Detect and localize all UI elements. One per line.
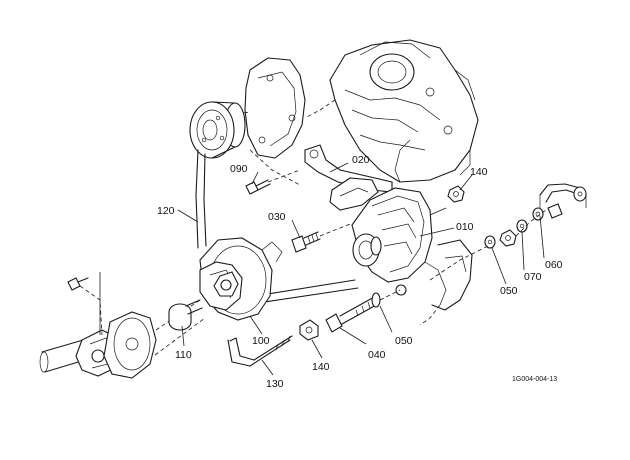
callout-020: 020 [352,154,370,166]
callout-110: 110 [175,349,192,361]
fan-pulley [189,101,246,159]
callout-050-center: 050 [395,335,413,347]
callout-040: 040 [368,349,386,361]
bolt-left-small [67,277,103,336]
cap-screw-110 [168,299,203,331]
callout-090: 090 [230,163,248,175]
callout-140-lower: 140 [312,361,330,373]
engine-lower-housing [419,239,473,326]
callout-140-upper: 140 [470,166,488,178]
tension-bracket [304,144,393,211]
bolt-040 [325,292,381,333]
callout-100: 100 [252,335,270,347]
callout-050-right: 050 [500,285,518,297]
alternator [351,187,447,306]
callout-060: 060 [545,259,563,271]
nut-140-lower [299,319,319,341]
stud-130 [227,335,293,367]
callout-labels: 090 020 140 120 030 010 060 070 050 110 … [157,154,563,390]
engine-block [304,39,479,183]
crankshaft-pulley [199,237,283,321]
reference-code: 1G004-004-13 [512,376,557,383]
callout-010: 010 [456,221,474,233]
callout-030: 030 [268,211,286,223]
callout-070: 070 [524,271,542,283]
hardware-050-070-060 [484,203,563,249]
drive-shaft-assembly [39,299,206,379]
leader-lines [99,162,545,376]
bracket-upper-right [539,183,587,208]
callout-120: 120 [157,205,175,217]
bolt-090 [245,179,271,195]
callout-130: 130 [266,378,284,390]
bolt-030 [291,231,321,253]
